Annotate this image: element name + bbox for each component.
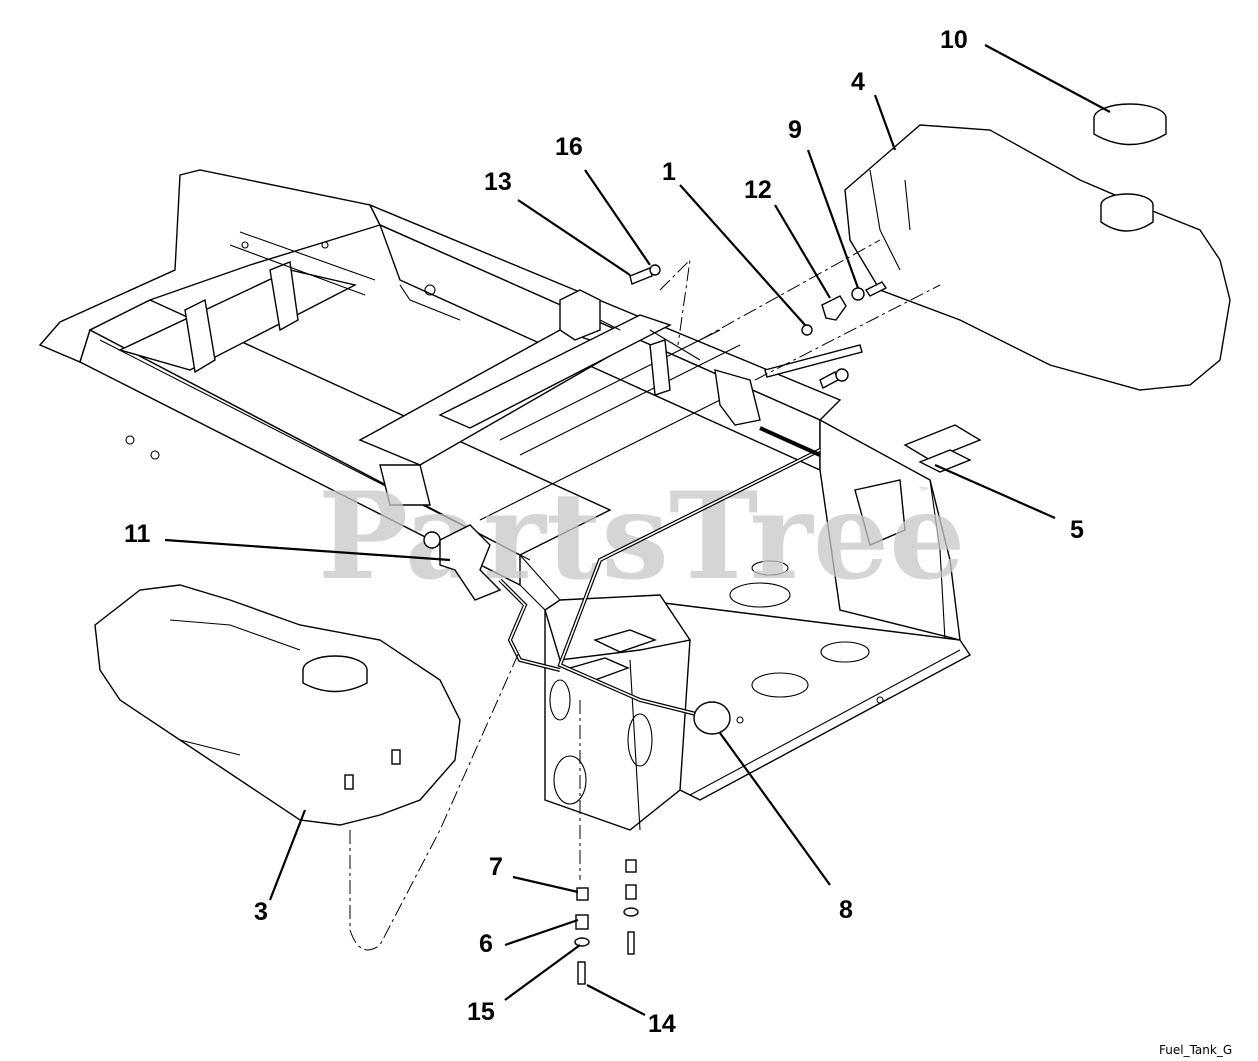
fuel-tank-right: [844, 124, 1231, 391]
diagram-caption: Fuel_Tank_G: [1159, 1043, 1232, 1057]
svg-text:PartsTree: PartsTree: [318, 466, 965, 607]
callout-12: 12: [744, 176, 772, 204]
callout-3: 3: [254, 898, 268, 926]
callout-7: 7: [489, 853, 503, 881]
callout-6: 6: [479, 930, 493, 958]
svg-text:™: ™: [918, 485, 930, 499]
fuel-cap: [1093, 103, 1167, 146]
callout-labels: 1 3 4 5 6 7 8 9 10 11 12 13 14 15 16: [124, 26, 1084, 1038]
callout-11: 11: [124, 520, 151, 548]
callout-13: 13: [484, 168, 512, 196]
leader-lines: [164, 44, 1111, 1016]
fuel-lines: [498, 426, 821, 717]
fuel-tank-left: [94, 584, 461, 826]
callout-8: 8: [839, 896, 853, 924]
callout-1: 1: [662, 158, 676, 186]
watermark: PartsTree ™: [318, 466, 965, 607]
hardware: [574, 264, 888, 985]
callout-14: 14: [648, 1010, 676, 1038]
fuel-filter: [693, 701, 731, 735]
callout-4: 4: [851, 68, 865, 96]
callout-16: 16: [555, 133, 583, 161]
callout-10: 10: [940, 26, 968, 54]
center-lines: [349, 239, 941, 951]
mower-frame: [38, 169, 982, 831]
callout-9: 9: [788, 116, 802, 144]
fuel-shutoff-valve: [423, 524, 502, 601]
callout-5: 5: [1070, 516, 1084, 544]
callout-15: 15: [467, 998, 495, 1026]
